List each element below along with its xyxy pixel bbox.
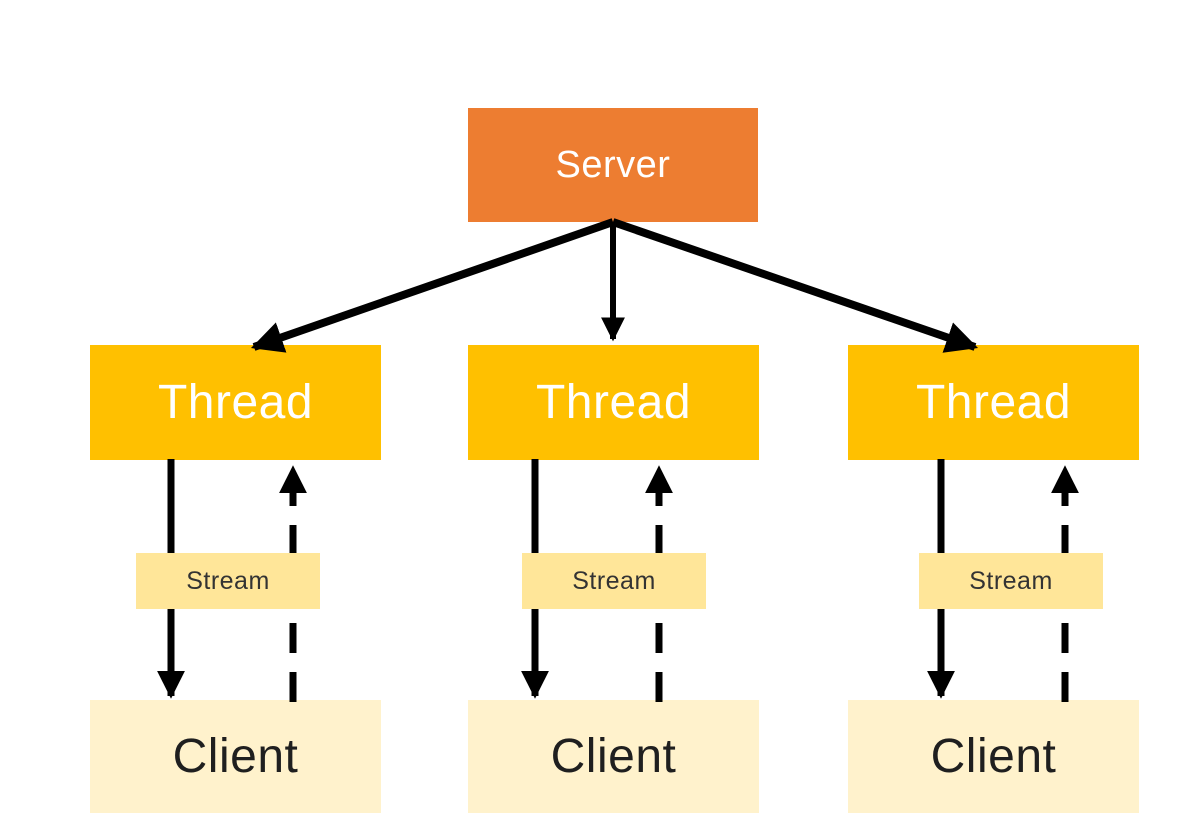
client-node-1: Client — [90, 700, 381, 813]
stream-label-1: Stream — [136, 553, 320, 609]
thread-node-1: Thread — [90, 345, 381, 460]
client-node-2: Client — [468, 700, 759, 813]
client-node-3: Client — [848, 700, 1139, 813]
server-node: Server — [468, 108, 758, 222]
stream-label-3: Stream — [919, 553, 1103, 609]
thread-node-2: Thread — [468, 345, 759, 460]
thread-node-3: Thread — [848, 345, 1139, 460]
server-to-thread-1-arrow — [250, 218, 615, 353]
server-to-thread-3-arrow — [611, 218, 979, 353]
stream-label-2: Stream — [522, 553, 706, 609]
